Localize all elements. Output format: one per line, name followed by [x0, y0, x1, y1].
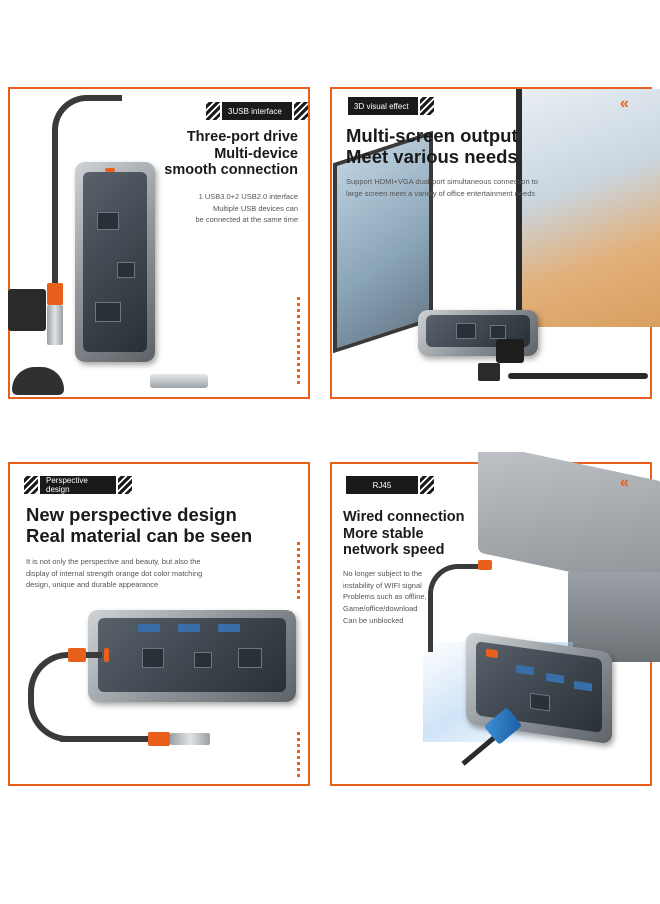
usb-port	[138, 624, 160, 632]
panel-body: Support HDMI+VGA dual-port simultaneous …	[346, 176, 538, 199]
cable-illustration	[28, 652, 102, 742]
body-line: Multiple USB devices can	[212, 203, 298, 213]
external-drive-illustration	[8, 289, 46, 331]
mouse-illustration	[12, 367, 64, 395]
panel-perspective: Perspective design New perspective desig…	[0, 452, 318, 794]
feature-tag: 3USB interface	[206, 102, 308, 120]
usb-c-plug	[47, 305, 63, 345]
body-line: Support HDMI+VGA dual-port simultaneous …	[346, 177, 538, 186]
body-line: Can be unblocked	[343, 615, 404, 625]
chevron-icon: «	[620, 474, 629, 491]
deco-bar	[297, 297, 300, 387]
headline-line: Real material can be seen	[26, 525, 253, 547]
tag-stripe	[118, 476, 132, 494]
cable-collar	[148, 732, 170, 746]
headline-line: Multi-screen output	[346, 125, 518, 146]
body-line: be connected at the same time	[195, 215, 298, 225]
panel-frame	[8, 462, 310, 786]
usb-port	[516, 664, 534, 676]
hub-chip	[194, 652, 212, 668]
cable-illustration	[52, 95, 122, 305]
tag-label: Perspective design	[46, 476, 88, 494]
tag-stripe	[24, 476, 38, 494]
body-line: display of internal strength orange dot …	[26, 568, 203, 578]
laptop-base-illustration	[568, 572, 660, 662]
tag-label: 3D visual effect	[354, 101, 409, 111]
tag-stripe	[294, 102, 308, 120]
feature-tag: 3D visual effect	[348, 97, 434, 115]
headline-line: Multi-device	[214, 145, 298, 162]
headline-line: New perspective design	[26, 504, 237, 525]
hub-chip	[456, 323, 476, 339]
hub-led	[104, 648, 109, 662]
panel-headline: Wired connection More stable network spe…	[343, 509, 465, 559]
tag-label: 3USB interface	[228, 106, 282, 116]
cable-collar	[68, 648, 86, 662]
panel-frame	[8, 87, 310, 399]
body-line: 1 USB3.0+2 USB2.0 interface	[198, 192, 298, 201]
headline-line: Wired connection	[343, 509, 465, 525]
usb-stick-illustration	[150, 374, 208, 388]
headline-line: Three-port drive	[186, 129, 298, 145]
usb-port	[218, 624, 240, 632]
panel-body: No longer subject to the instability of …	[343, 568, 427, 626]
panel-rj45: RJ45 « Wired connection More stable netw…	[328, 452, 660, 794]
panel-headline: Multi-screen output Meet various needs	[346, 125, 518, 168]
body-line: No longer subject to the	[343, 569, 423, 578]
headline-line: smooth connection	[164, 162, 298, 179]
hub-led	[105, 168, 115, 172]
tag-stripe	[420, 97, 434, 115]
hub-chip	[117, 262, 135, 278]
hub-chip	[530, 692, 550, 712]
deco-bar	[297, 542, 300, 602]
headline-line: Meet various needs	[346, 146, 518, 168]
cable-collar	[478, 560, 492, 570]
cable-illustration	[508, 373, 648, 379]
cable-illustration	[428, 564, 488, 652]
panel-headline: Three-port drive Multi-device smooth con…	[164, 129, 298, 179]
hub-illustration	[418, 310, 538, 356]
usb-port	[178, 624, 200, 632]
hub-transparent-window	[98, 618, 286, 692]
vga-plug-illustration	[496, 339, 524, 363]
hdmi-plug-illustration	[478, 363, 500, 381]
panel-body: 1 USB3.0+2 USB2.0 interface Multiple USB…	[195, 191, 298, 226]
feature-tag: Perspective design	[24, 476, 132, 494]
usb-port	[574, 680, 592, 692]
panel-body: It is not only the perspective and beaut…	[26, 556, 202, 591]
body-line: Problems such as offline,	[343, 592, 427, 602]
cable-illustration	[60, 736, 170, 742]
headline-line: More stable	[343, 525, 424, 542]
hub-illustration	[75, 162, 155, 362]
hub-chip	[490, 325, 506, 339]
body-line: instability of WIFI signal	[343, 580, 422, 590]
hub-chip	[238, 648, 262, 668]
monitor-illustration	[516, 89, 660, 327]
chevron-icon: «	[620, 95, 629, 112]
cable-collar	[47, 283, 63, 305]
deco-bar	[297, 732, 300, 777]
tag-label: RJ45	[372, 480, 392, 490]
panel-headline: New perspective design Real material can…	[26, 504, 252, 547]
tag-stripe	[420, 476, 434, 494]
body-line: design, unique and durable appearance	[26, 580, 159, 590]
panel-3usb: 3USB interface Three-port drive Multi-de…	[0, 77, 318, 407]
usb-port	[546, 672, 564, 684]
tag-stripe	[206, 102, 220, 120]
body-line: Game/office/download	[343, 603, 418, 613]
hub-chip	[95, 302, 121, 322]
usb-c-plug	[170, 733, 210, 745]
panel-multiscreen: 3D visual effect « Multi-screen output M…	[328, 77, 660, 407]
body-line: large screen meet a variety of office en…	[346, 188, 536, 198]
hub-chip	[97, 212, 119, 230]
hub-chip	[142, 648, 164, 668]
hub-transparent-window	[83, 172, 147, 352]
feature-tag: RJ45	[346, 476, 434, 494]
hub-illustration	[88, 610, 296, 702]
body-line: It is not only the perspective and beaut…	[26, 557, 201, 566]
headline-line: network speed	[343, 542, 445, 559]
